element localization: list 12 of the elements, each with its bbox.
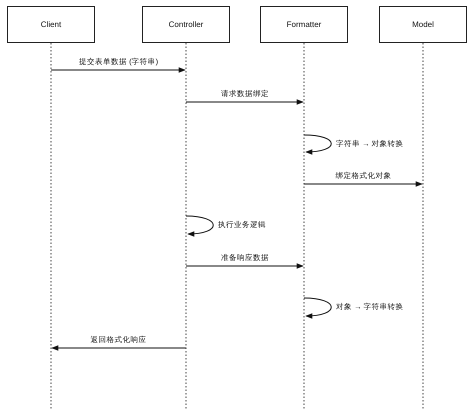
message-arrow: [186, 216, 214, 236]
message-arrow: [51, 345, 186, 351]
message-arrow: [186, 263, 304, 269]
message-arrow: [304, 181, 423, 187]
participant-box: Controller: [142, 6, 230, 43]
participant-box: Client: [7, 6, 95, 43]
participant-box: Model: [379, 6, 467, 43]
message-arrow: [50, 67, 186, 73]
message-arrow: [304, 134, 332, 155]
participant-box: Formatter: [260, 6, 348, 43]
message-arrow: [186, 99, 304, 105]
message-arrow: [304, 298, 332, 318]
